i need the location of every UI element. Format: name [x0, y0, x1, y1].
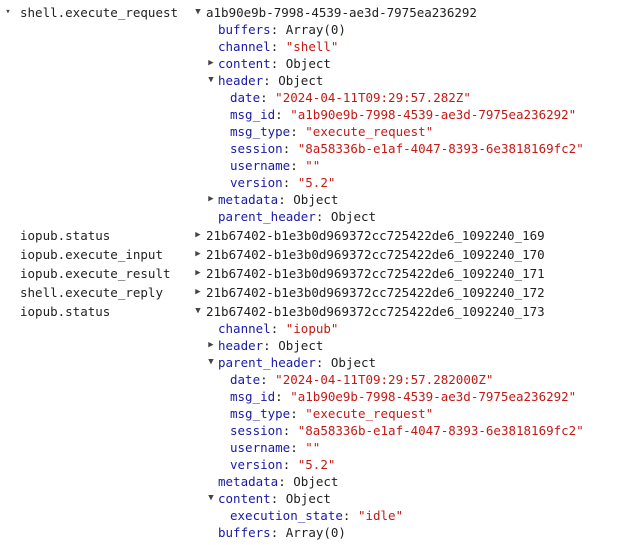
- message-name[interactable]: iopub.execute_result: [20, 266, 171, 281]
- header-msg-type: msg_type: "execute_request": [230, 124, 434, 139]
- message-expand-toggle-icon[interactable]: ▾: [5, 7, 11, 17]
- field-header[interactable]: header: Object: [218, 73, 324, 88]
- collapse-toggle-icon[interactable]: ▼: [208, 75, 214, 85]
- parent-header-username: username: "": [230, 440, 321, 455]
- message-id[interactable]: 21b67402-b1e3b0d969372cc725422de6_109224…: [206, 285, 545, 300]
- parent-header-version: version: "5.2": [230, 457, 336, 472]
- parent-header-msg-id: msg_id: "a1b90e9b-7998-4539-ae3d-7975ea2…: [230, 389, 577, 404]
- expand-toggle-icon[interactable]: ▶: [208, 340, 214, 350]
- parent-header-date: date: "2024-04-11T09:29:57.282000Z": [230, 372, 494, 387]
- expand-toggle-icon[interactable]: ▼: [195, 7, 201, 17]
- message-name[interactable]: shell.execute_reply: [20, 285, 163, 300]
- field-content[interactable]: content: Object: [218, 56, 331, 71]
- content-execution-state: execution_state: "idle": [230, 508, 404, 523]
- collapse-toggle-icon[interactable]: ▼: [208, 357, 214, 367]
- message-id[interactable]: a1b90e9b-7998-4539-ae3d-7975ea236292: [206, 5, 477, 20]
- message-id[interactable]: 21b67402-b1e3b0d969372cc725422de6_109224…: [206, 266, 545, 281]
- message-id[interactable]: 21b67402-b1e3b0d969372cc725422de6_109224…: [206, 247, 545, 262]
- field-header[interactable]: header: Object: [218, 338, 324, 353]
- message-name[interactable]: iopub.status: [20, 228, 111, 243]
- expand-toggle-icon[interactable]: ▶: [195, 268, 201, 278]
- field-parent-header: parent_header: Object: [218, 209, 377, 224]
- expand-toggle-icon[interactable]: ▶: [195, 230, 201, 240]
- expand-toggle-icon[interactable]: ▶: [208, 58, 214, 68]
- field-buffers: buffers: Array(0): [218, 525, 346, 540]
- header-session: session: "8a58336b-e1af-4047-8393-6e3818…: [230, 141, 584, 156]
- message-name[interactable]: shell.execute_request: [20, 5, 179, 20]
- parent-header-session: session: "8a58336b-e1af-4047-8393-6e3818…: [230, 423, 584, 438]
- header-msg-id: msg_id: "a1b90e9b-7998-4539-ae3d-7975ea2…: [230, 107, 577, 122]
- collapse-toggle-icon[interactable]: ▼: [195, 306, 201, 316]
- header-username: username: "": [230, 158, 321, 173]
- parent-header-msg-type: msg_type: "execute_request": [230, 406, 434, 421]
- message-name[interactable]: iopub.status: [20, 304, 111, 319]
- field-buffers: buffers: Array(0): [218, 22, 346, 37]
- field-parent-header[interactable]: parent_header: Object: [218, 355, 377, 370]
- expand-toggle-icon[interactable]: ▶: [208, 194, 214, 204]
- field-channel: channel: "shell": [218, 39, 339, 54]
- field-metadata: metadata: Object: [218, 474, 339, 489]
- header-date: date: "2024-04-11T09:29:57.282Z": [230, 90, 471, 105]
- field-channel: channel: "iopub": [218, 321, 339, 336]
- collapse-toggle-icon[interactable]: ▼: [208, 493, 214, 503]
- field-content[interactable]: content: Object: [218, 491, 331, 506]
- field-metadata[interactable]: metadata: Object: [218, 192, 339, 207]
- message-id[interactable]: 21b67402-b1e3b0d969372cc725422de6_109224…: [206, 304, 545, 319]
- message-name[interactable]: iopub.execute_input: [20, 247, 163, 262]
- header-version: version: "5.2": [230, 175, 336, 190]
- expand-toggle-icon[interactable]: ▶: [195, 249, 201, 259]
- message-id[interactable]: 21b67402-b1e3b0d969372cc725422de6_109224…: [206, 228, 545, 243]
- expand-toggle-icon[interactable]: ▶: [195, 287, 201, 297]
